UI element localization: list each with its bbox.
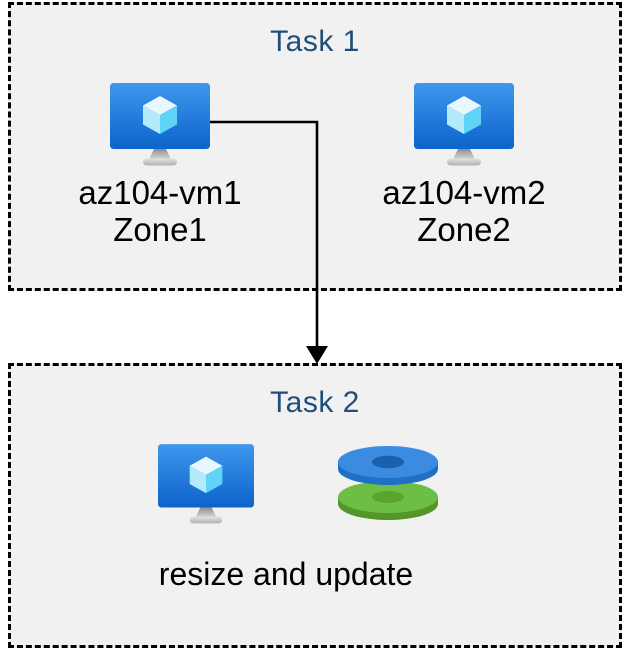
task2-title: Task 2: [270, 386, 360, 419]
vm2-name: az104-vm2: [382, 174, 546, 211]
virtual-machine-icon: [158, 444, 254, 524]
vm2-group: az104-vm2 Zone2: [339, 83, 589, 248]
vm1-name: az104-vm1: [78, 174, 242, 211]
task1-title: Task 1: [270, 25, 360, 58]
task2-box: Task 2: [8, 363, 622, 648]
vm1-group: az104-vm1 Zone1: [35, 83, 285, 248]
vm2-label: az104-vm2 Zone2: [339, 174, 589, 248]
task2-caption: resize and update: [158, 556, 414, 592]
managed-disks-icon: [336, 443, 440, 525]
virtual-machine-icon: [414, 83, 514, 166]
vm1-label: az104-vm1 Zone1: [35, 174, 285, 248]
virtual-machine-icon: [110, 83, 210, 166]
vm2-zone: Zone2: [417, 211, 511, 248]
vm1-zone: Zone1: [113, 211, 207, 248]
